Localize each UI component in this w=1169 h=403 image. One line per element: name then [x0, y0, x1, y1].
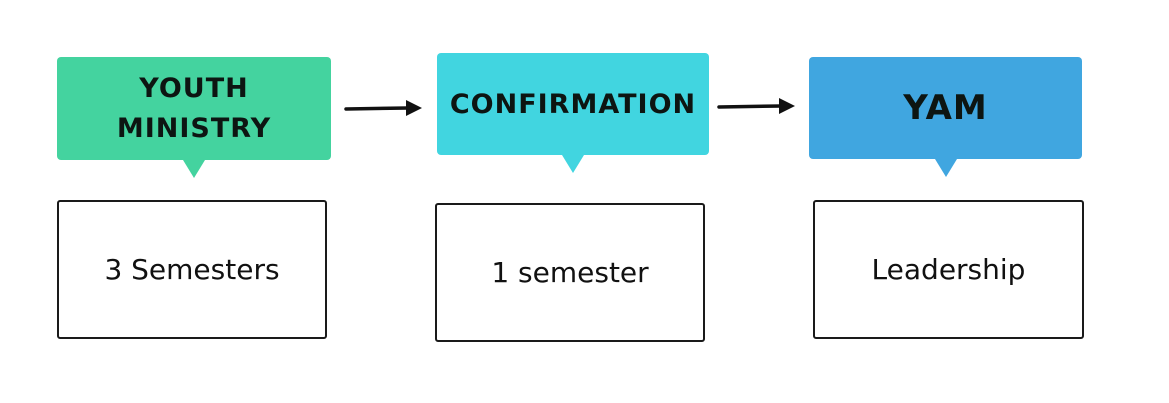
stage-title-confirmation: CONFIRMATION	[449, 88, 697, 120]
stage-title-yam: YAM	[903, 88, 988, 128]
stage-header-confirmation: CONFIRMATION	[437, 53, 709, 155]
arrow-right-icon	[344, 100, 422, 116]
stage-duration-box-youth-ministry: 3 Semesters	[57, 200, 327, 339]
stage-duration-confirmation: 1 semester	[491, 256, 649, 289]
stage-header-yam: YAM	[809, 57, 1082, 159]
stage-duration-box-confirmation: 1 semester	[435, 203, 705, 342]
stage-header-youth-ministry: YOUTH MINISTRY	[57, 57, 331, 160]
stage-duration-yam: Leadership	[871, 253, 1026, 286]
stage-duration-youth-ministry: 3 Semesters	[104, 253, 280, 286]
arrow-right-icon	[717, 98, 795, 114]
stage-duration-box-yam: Leadership	[813, 200, 1084, 339]
stage-title-youth-ministry: YOUTH MINISTRY	[116, 72, 272, 144]
